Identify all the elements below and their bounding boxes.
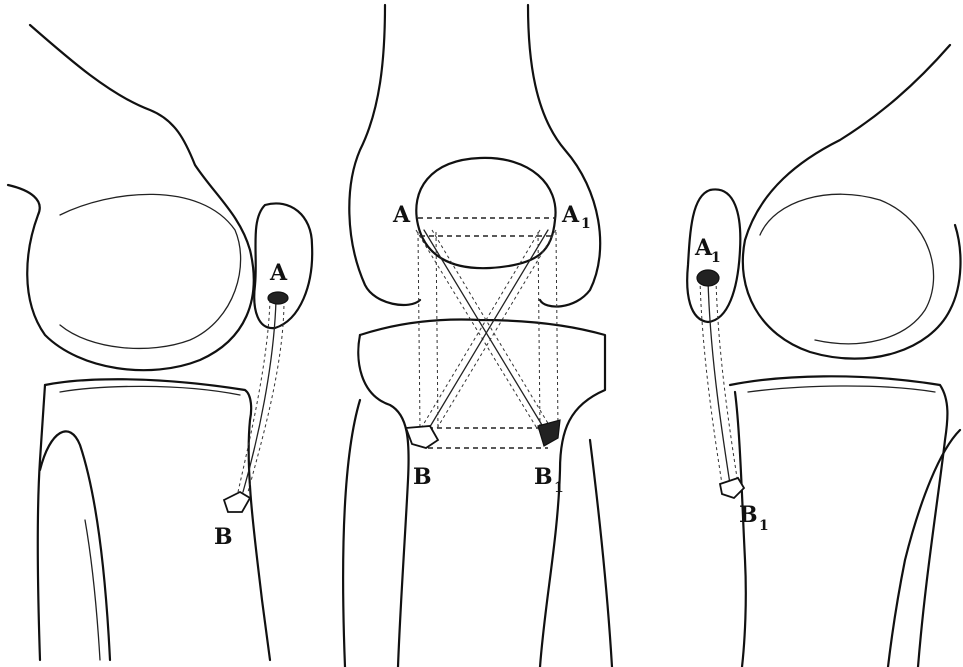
left-label-a: A [269, 260, 288, 286]
right-knee-view [687, 45, 960, 667]
center-femur-outline [349, 5, 420, 305]
center-graft-anchor-b [406, 426, 438, 448]
right-label-b1-subscript: 1 [759, 518, 769, 534]
right-femur-outline [743, 45, 961, 359]
center-label-a: A [392, 202, 411, 228]
right-condyle-inner [760, 194, 934, 344]
left-label-b: B [214, 524, 233, 550]
center-label-b1-subscript: 1 [554, 480, 564, 496]
left-tibia-outline [45, 379, 270, 660]
right-graft-anchor-a1 [697, 270, 719, 286]
right-graft-anchor-b1 [720, 478, 744, 498]
center-label-a1-subscript: 1 [581, 216, 591, 232]
left-graft-anchor-b [224, 492, 250, 512]
center-tibia-outline [360, 320, 605, 667]
center-knee-view [343, 5, 612, 667]
left-graft [238, 300, 284, 492]
center-label-b: B [413, 464, 432, 490]
center-grafts [416, 230, 558, 430]
center-label-a1: A [561, 202, 580, 228]
left-graft-anchor-a [268, 292, 288, 304]
left-fibula [40, 431, 110, 660]
right-graft [700, 280, 738, 484]
left-condyle-inner [60, 194, 241, 348]
right-label-a1-subscript: 1 [711, 250, 721, 266]
left-knee-view [8, 25, 312, 660]
right-fibula [888, 430, 960, 667]
right-label-b1: B [739, 502, 758, 528]
center-label-b1: B [534, 464, 553, 490]
left-femur-outline [8, 25, 254, 370]
